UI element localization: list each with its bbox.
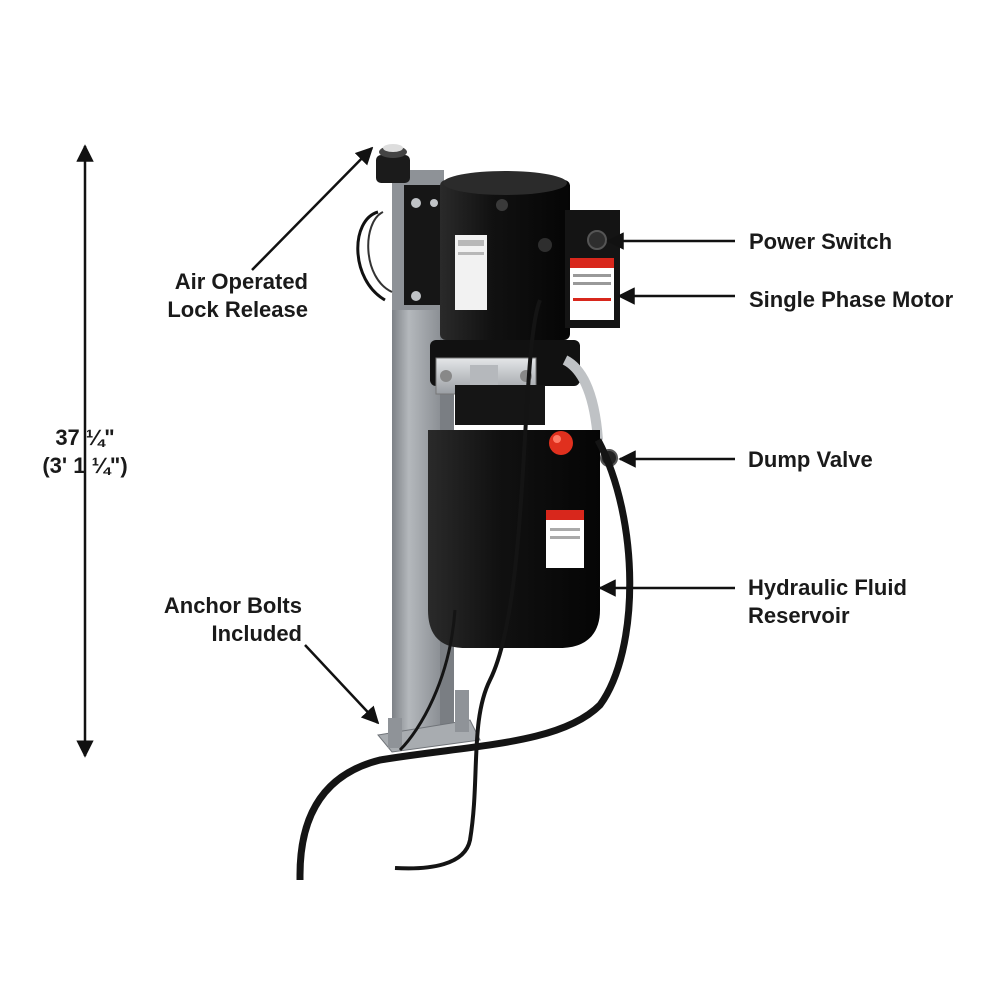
anchor-bolts-pointer-arrow — [304, 644, 380, 725]
anchor-bolts-label: Anchor Bolts Included — [130, 592, 302, 648]
hydraulic-reservoir-line2: Reservoir — [748, 603, 850, 628]
air-lock-release-line2: Lock Release — [167, 297, 308, 322]
air-lock-release-label: Air Operated Lock Release — [130, 268, 308, 324]
anchor-bolts-line2: Included — [211, 621, 302, 646]
mounting-plate — [392, 170, 444, 310]
reservoir-tank — [428, 385, 600, 648]
air-lock-release-fitting — [356, 144, 410, 302]
switch-box — [538, 210, 620, 328]
motor — [440, 171, 570, 340]
height-dimension-feet: (3' 1 ¼") — [42, 453, 128, 478]
power-switch-label: Power Switch — [749, 229, 893, 254]
air-lock-release-line1: Air Operated — [174, 269, 308, 294]
dump-valve-label: Dump Valve — [748, 447, 873, 472]
hydraulic-reservoir-label: Hydraulic Fluid Reservoir — [748, 574, 907, 630]
height-dimension-inches: 37 ¼" — [55, 425, 115, 450]
single-phase-motor-label: Single Phase Motor — [749, 287, 954, 312]
air-lock-pointer-arrow — [251, 146, 374, 271]
height-dimension-label: 37 ¼" (3' 1 ¼") — [30, 424, 140, 480]
hydraulic-hoses — [296, 299, 634, 880]
hydraulic-reservoir-line1: Hydraulic Fluid — [748, 575, 907, 600]
anchor-bolts-line1: Anchor Bolts — [163, 593, 302, 618]
